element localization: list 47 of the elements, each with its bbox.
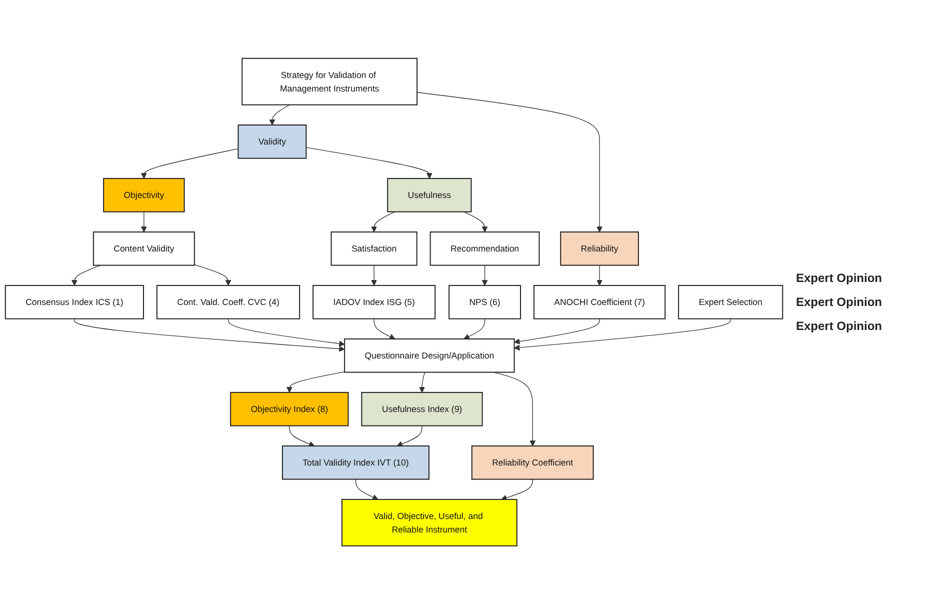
node-box: ANOCHI Coefficient (7) bbox=[533, 284, 666, 320]
arrow bbox=[140, 148, 239, 179]
arrow bbox=[306, 146, 432, 179]
node-box: Reliability bbox=[560, 231, 639, 266]
arrow bbox=[371, 211, 396, 232]
note-label: Expert Opinion bbox=[796, 319, 884, 333]
node-box: NPS (6) bbox=[448, 284, 522, 320]
arrow bbox=[374, 318, 396, 340]
node-box: IADOV Index ISG (5) bbox=[312, 284, 436, 320]
arrow bbox=[464, 318, 486, 340]
arrow bbox=[355, 478, 378, 500]
arrow bbox=[194, 264, 232, 286]
node-box: Expert Selection bbox=[678, 284, 784, 320]
arrow bbox=[596, 264, 602, 286]
arrow bbox=[482, 264, 488, 286]
node-box: Valid, Objective, Useful, and Reliable Instrument bbox=[341, 498, 518, 546]
arrow bbox=[140, 211, 147, 232]
arrow bbox=[286, 371, 345, 393]
node-box: Validity bbox=[238, 124, 307, 159]
arrow bbox=[289, 425, 315, 447]
node-box: Questionnaire Design/Application bbox=[344, 338, 515, 373]
arrow bbox=[419, 372, 426, 393]
node-box: Objectivity Index (8) bbox=[230, 392, 349, 426]
arrow bbox=[501, 478, 533, 500]
note-label: Expert Opinion bbox=[796, 271, 884, 285]
arrow bbox=[71, 264, 101, 286]
node-box: Satisfaction bbox=[330, 231, 418, 266]
node-box: Objectivity bbox=[103, 178, 185, 212]
arrow bbox=[514, 318, 731, 350]
arrow bbox=[371, 264, 378, 286]
arrow bbox=[269, 104, 290, 126]
node-box: Usefulness Index (9) bbox=[361, 392, 483, 426]
note-label: Expert Opinion bbox=[796, 295, 884, 309]
node-box: Reliability Coefficient bbox=[471, 445, 594, 480]
node-box: Total Validity Index IVT (10) bbox=[282, 445, 430, 480]
arrow bbox=[228, 318, 345, 346]
arrow bbox=[514, 318, 600, 344]
node-box: Cont. Vald. Coeff. CVC (4) bbox=[156, 284, 300, 320]
node-box: Usefulness bbox=[387, 178, 472, 212]
node-box: Recommendation bbox=[430, 231, 540, 266]
node-box: Content Validity bbox=[92, 231, 195, 266]
node-box: Strategy for Validation of Management Instruments bbox=[242, 58, 418, 106]
arrow bbox=[416, 92, 602, 232]
arrow bbox=[396, 425, 422, 447]
node-box: Consensus Index ICS (1) bbox=[4, 284, 144, 320]
arrow bbox=[74, 318, 345, 352]
arrow bbox=[464, 211, 488, 232]
